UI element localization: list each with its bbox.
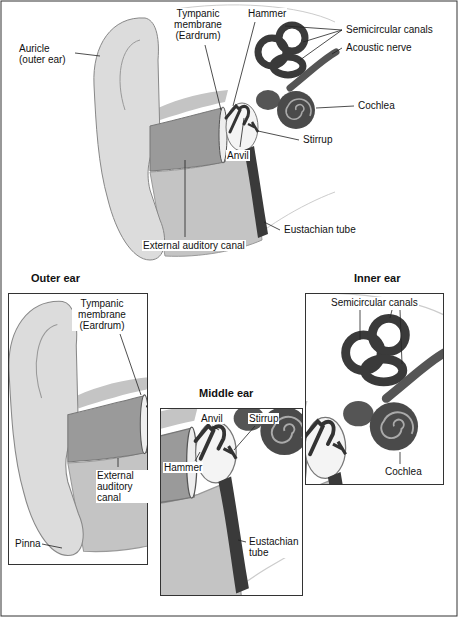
part-label: Pinna (14, 538, 42, 549)
part-label: Auricle (outer ear) (18, 43, 75, 65)
part-label: External auditory canal (96, 470, 148, 503)
section-heading: Inner ear (354, 272, 400, 284)
ear-section-panel: Inner ear (305, 293, 444, 485)
part-label: Cochlea (357, 100, 396, 111)
section-heading: Outer ear (31, 272, 80, 284)
part-label: Stirrup (302, 134, 333, 145)
part-label: Hammer (247, 8, 287, 19)
part-label: Cochlea (384, 466, 423, 477)
part-label: Eustachian tube (283, 224, 357, 235)
ear-section-panel: Middle ear (160, 408, 303, 596)
part-label: External auditory canal (142, 240, 246, 251)
part-label: Eustachian tube (248, 536, 302, 558)
part-label: Stirrup (248, 413, 279, 424)
section-heading: Middle ear (199, 387, 253, 399)
part-label: Acoustic nerve (345, 42, 413, 53)
part-label: Semicircular canals (330, 297, 419, 308)
part-label: Hammer (163, 462, 203, 473)
part-label: Anvil (200, 413, 224, 424)
part-label: Anvil (226, 150, 250, 161)
part-label: Semicircular canals (345, 24, 434, 35)
part-label: Tympanic membrane (Eardrum) (168, 8, 228, 41)
part-label: Tympanic membrane (Eardrum) (72, 298, 132, 331)
ear-section-panel: Outer ear (8, 293, 148, 565)
